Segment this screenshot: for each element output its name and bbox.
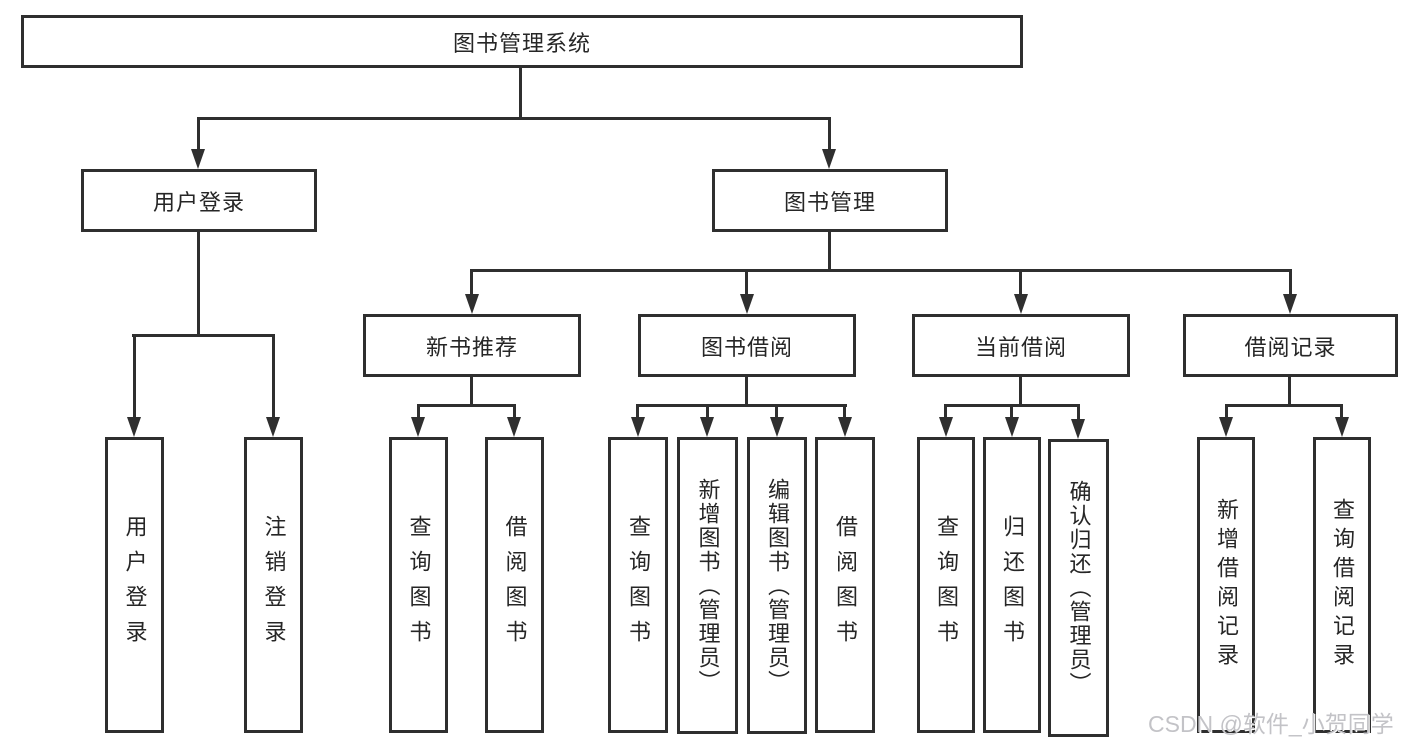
node-leaf-bb-edit: 编辑图书（管理员）	[747, 437, 807, 734]
arrowhead	[1335, 417, 1349, 437]
arrowhead	[770, 417, 784, 437]
node-root: 图书管理系统	[21, 15, 1023, 68]
connector-to-cb-return	[1010, 404, 1013, 420]
node-leaf-user-login-label: 用户登录	[122, 515, 148, 655]
arrowhead	[1071, 419, 1085, 439]
arrowhead	[700, 417, 714, 437]
node-leaf-logout: 注销登录	[244, 437, 303, 733]
connector-to-leaf-logout	[272, 334, 275, 420]
connector-book-mgmt-stem	[828, 232, 831, 272]
connector-to-borrow-records	[1289, 269, 1292, 296]
node-book-borrow: 图书借阅	[638, 314, 856, 377]
node-leaf-user-login: 用户登录	[105, 437, 164, 733]
connector-to-book-mgmt	[828, 117, 831, 153]
arrowhead	[507, 417, 521, 437]
arrowhead	[1005, 417, 1019, 437]
arrowhead	[1219, 417, 1233, 437]
connector-level3-rail	[470, 269, 1292, 272]
node-leaf-nbr-query-label: 查询图书	[406, 515, 432, 655]
connector-root-stem	[519, 67, 522, 119]
arrowhead	[191, 149, 205, 169]
connector-nbr-rail	[417, 404, 516, 407]
node-borrow-records: 借阅记录	[1183, 314, 1398, 377]
node-leaf-bb-query: 查询图书	[608, 437, 668, 733]
node-leaf-cb-confirm: 确认归还（管理员）	[1048, 439, 1109, 737]
connector-to-nbr-borrow	[513, 404, 516, 420]
node-leaf-bb-borrow: 借阅图书	[815, 437, 875, 733]
connector-to-bb-borrow	[843, 404, 846, 420]
connector-user-login-rail	[132, 334, 275, 337]
node-leaf-bb-add: 新增图书（管理员）	[677, 437, 738, 734]
node-leaf-bb-borrow-label: 借阅图书	[833, 515, 858, 655]
node-leaf-cb-query: 查询图书	[917, 437, 975, 733]
node-leaf-bb-add-label: 新增图书（管理员）	[695, 477, 721, 694]
connector-to-book-borrow	[745, 269, 748, 296]
node-root-label: 图书管理系统	[452, 30, 591, 56]
arrowhead	[411, 417, 425, 437]
connector-level2-rail	[197, 117, 831, 120]
node-leaf-logout-label: 注销登录	[261, 515, 287, 655]
arrowhead	[838, 417, 852, 437]
arrowhead	[465, 294, 479, 314]
connector-to-cb-confirm	[1077, 404, 1080, 420]
node-leaf-cb-return-label: 归还图书	[1000, 515, 1025, 655]
connector-user-login-stem	[197, 232, 200, 337]
csdn-watermark: CSDN @软件_小贺同学	[1148, 711, 1394, 737]
node-book-borrow-label: 图书借阅	[700, 334, 793, 360]
node-leaf-br-query: 查询借阅记录	[1313, 437, 1371, 733]
arrowhead	[127, 417, 141, 437]
connector-to-br-query	[1340, 404, 1343, 420]
node-leaf-bb-edit-label: 编辑图书（管理员）	[765, 477, 790, 694]
arrowhead	[1014, 294, 1028, 314]
node-user-login: 用户登录	[81, 169, 317, 232]
arrowhead	[266, 417, 280, 437]
node-current-borrow: 当前借阅	[912, 314, 1130, 377]
node-current-borrow-label: 当前借阅	[974, 334, 1067, 360]
node-leaf-br-query-label: 查询借阅记录	[1330, 498, 1355, 672]
connector-to-new-book-rec	[470, 269, 473, 296]
arrowhead	[631, 417, 645, 437]
node-leaf-br-add: 新增借阅记录	[1197, 437, 1255, 733]
arrowhead	[740, 294, 754, 314]
node-book-mgmt-label: 图书管理	[783, 189, 876, 215]
node-new-book-rec-label: 新书推荐	[425, 334, 518, 360]
node-leaf-nbr-query: 查询图书	[389, 437, 448, 733]
connector-to-leaf-user-login	[133, 334, 136, 420]
arrowhead	[822, 149, 836, 169]
node-user-login-label: 用户登录	[152, 189, 245, 215]
connector-to-current-borrow	[1019, 269, 1022, 296]
connector-to-bb-add	[706, 404, 709, 420]
arrowhead	[939, 417, 953, 437]
connector-bb-rail	[636, 404, 847, 407]
node-new-book-rec: 新书推荐	[363, 314, 581, 377]
node-leaf-nbr-borrow-label: 借阅图书	[502, 515, 528, 655]
connector-to-cb-query	[944, 404, 947, 420]
node-leaf-nbr-borrow: 借阅图书	[485, 437, 544, 733]
node-borrow-records-label: 借阅记录	[1244, 334, 1337, 360]
connector-to-bb-edit	[775, 404, 778, 420]
connector-br-rail	[1225, 404, 1343, 407]
node-leaf-cb-confirm-label: 确认归还（管理员）	[1066, 480, 1092, 696]
node-leaf-cb-query-label: 查询图书	[934, 515, 959, 655]
connector-to-nbr-query	[417, 404, 420, 420]
connector-cb-stem	[1019, 377, 1022, 407]
node-leaf-cb-return: 归还图书	[983, 437, 1041, 733]
node-leaf-bb-query-label: 查询图书	[626, 515, 651, 655]
connector-br-stem	[1288, 377, 1291, 407]
node-leaf-br-add-label: 新增借阅记录	[1214, 498, 1239, 672]
connector-bb-stem	[745, 377, 748, 407]
node-book-mgmt: 图书管理	[712, 169, 948, 232]
connector-nbr-stem	[470, 377, 473, 407]
arrowhead	[1283, 294, 1297, 314]
connector-to-user-login	[197, 117, 200, 153]
connector-to-bb-query	[636, 404, 639, 420]
connector-to-br-add	[1225, 404, 1228, 420]
